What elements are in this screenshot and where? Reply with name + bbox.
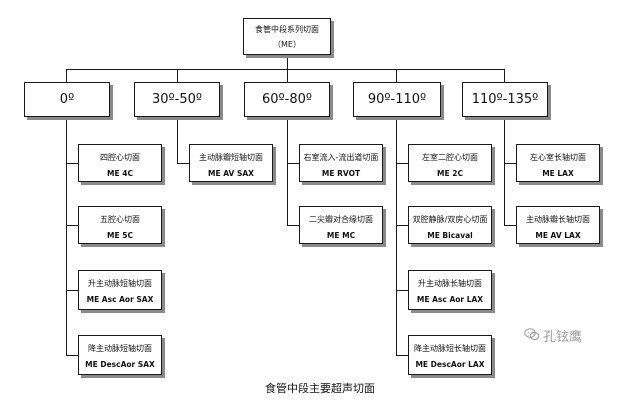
view-box-me-2c: 左室二腔心切面 ME 2C [408,144,492,182]
view-box-me-asc-aor-sax: 升主动脉短轴切面 ME Asc Aor SAX [78,270,162,310]
root-title: 食管中段系列切面 [255,25,319,34]
view-name-zh: 降主动脉短长轴切面 [414,344,486,353]
cat-2-branch-line [287,117,288,225]
view-code-en: ME RVOT [321,169,361,178]
category-4-label: 110º-135º [471,92,539,107]
figure-caption: 食管中段主要超声切面 [265,382,375,395]
cat-3-item-2-link [396,290,408,291]
cat-4-item-0-link [504,163,516,164]
cat-4-item-1-link [504,225,516,226]
view-code-en: ME Asc Aor LAX [416,295,484,304]
view-box-me-bicaval: 双腔静脉/双房心切面 ME Bicaval [408,206,492,244]
watermark: 孔铉鹰 [524,326,582,345]
cat-3-branch-line [396,117,397,355]
view-box-me-rvot: 右室流入-流出道切面 ME RVOT [299,144,383,182]
root-node: 食管中段系列切面 （ME） [243,18,331,55]
view-code-en: ME AV LAX [535,231,581,240]
view-name-zh: 升主动脉长轴切面 [418,279,482,288]
view-code-en: ME 5C [107,231,133,240]
category-1-box: 30º-50º [134,82,220,117]
view-name-zh: 四腔心切面 [100,153,140,162]
view-box-me-descaor-lax: 降主动脉短长轴切面 ME DescAor LAX [408,335,492,375]
cat-3-drop-line [396,69,397,82]
cat-2-drop-line [287,69,288,82]
view-box-me-5c: 五腔心切面 ME 5C [78,206,162,244]
view-code-en: ME LAX [542,169,574,178]
view-box-me-descaor-sax: 降主动脉短轴切面 ME DescAor SAX [78,335,162,375]
view-name-zh: 双腔静脉/双房心切面 [412,215,488,224]
view-code-en: ME DescAor SAX [85,360,155,369]
cat-0-item-0-link [66,163,78,164]
cat-3-item-0-link [396,163,408,164]
cat-4-branch-line [504,117,505,225]
view-box-me-lax: 左心室长轴切面 ME LAX [516,144,600,182]
main-horizontal-line [66,69,504,70]
view-code-en: ME DescAor LAX [415,360,485,369]
view-name-zh: 降主动脉短轴切面 [88,344,152,353]
view-code-en: ME Asc Aor SAX [86,295,154,304]
cat-3-item-3-link [396,355,408,356]
category-1-label: 30º-50º [151,92,203,107]
cat-0-item-1-link [66,225,78,226]
category-4-box: 110º-135º [462,82,548,117]
wechat-icon [524,327,540,344]
root-stem-line [287,55,288,69]
category-2-label: 60º-80º [261,92,313,107]
cat-2-item-1-link [287,225,299,226]
view-name-zh: 五腔心切面 [100,215,140,224]
category-0-box: 0º [24,82,110,117]
view-code-en: ME AV SAX [208,169,254,178]
cat-1-branch-line [177,117,178,163]
cat-0-item-3-link [66,355,78,356]
root-subtitle: （ME） [273,40,301,49]
category-3-label: 90º-110º [367,92,427,107]
view-name-zh: 左心室长轴切面 [530,153,586,162]
category-3-box: 90º-110º [353,82,441,117]
watermark-text: 孔铉鹰 [543,330,583,345]
cat-0-branch-line [66,117,67,355]
view-code-en: ME Bicaval [427,231,473,240]
view-name-zh: 升主动脉短轴切面 [88,279,152,288]
cat-3-item-1-link [396,225,408,226]
category-2-box: 60º-80º [244,82,330,117]
cat-0-drop-line [66,69,67,82]
cat-1-drop-line [177,69,178,82]
view-box-me-av-sax: 主动脉瓣短轴切面 ME AV SAX [189,144,273,182]
cat-0-item-2-link [66,290,78,291]
view-box-me-mc: 二尖瓣对合缘切面 ME MC [299,206,383,244]
category-0-label: 0º [59,92,75,107]
view-name-zh: 主动脉瓣长轴切面 [526,215,590,224]
view-name-zh: 主动脉瓣短轴切面 [199,153,263,162]
view-box-me-asc-aor-lax: 升主动脉长轴切面 ME Asc Aor LAX [408,270,492,310]
view-name-zh: 二尖瓣对合缘切面 [309,215,373,224]
view-box-me-av-lax: 主动脉瓣长轴切面 ME AV LAX [516,206,600,244]
view-name-zh: 左室二腔心切面 [422,153,478,162]
view-code-en: ME MC [326,231,356,240]
cat-4-drop-line [504,69,505,82]
cat-2-item-0-link [287,163,299,164]
cat-1-item-0-link [177,163,189,164]
view-box-me-4c: 四腔心切面 ME 4C [78,144,162,182]
view-code-en: ME 2C [437,169,463,178]
view-code-en: ME 4C [107,169,133,178]
view-name-zh: 右室流入-流出道切面 [303,153,379,162]
